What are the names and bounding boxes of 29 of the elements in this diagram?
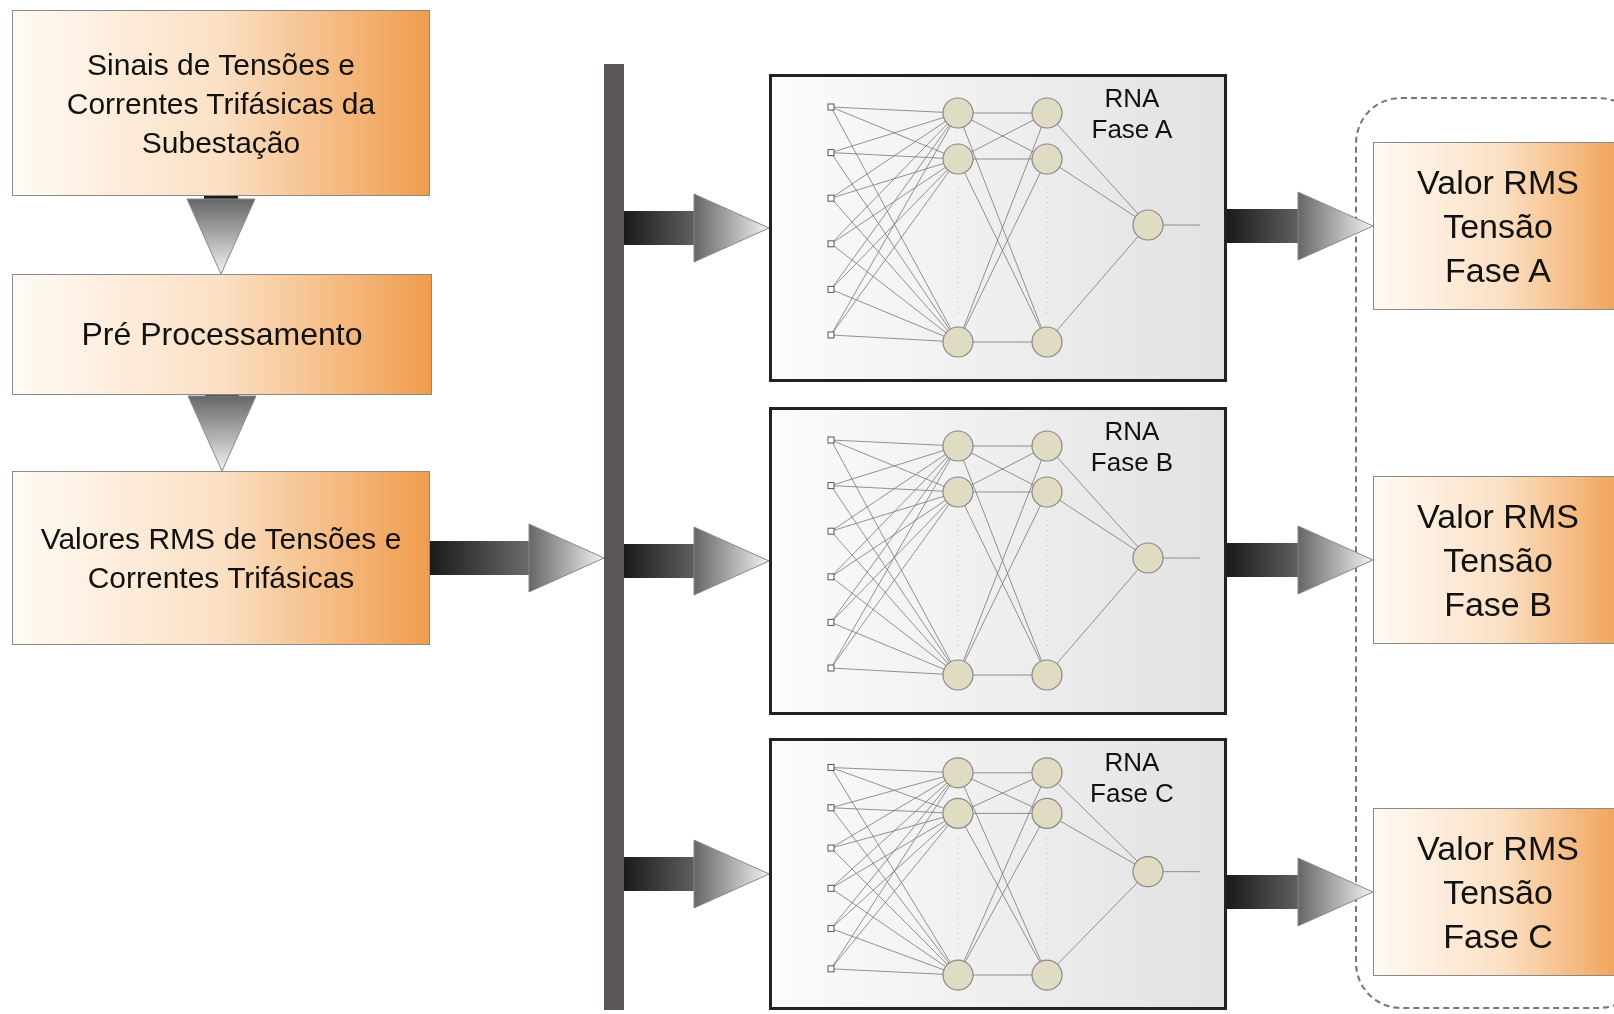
box-text: Valores RMS de Tensões e Correntes Trifásicas	[39, 521, 403, 596]
block-arrow	[1227, 857, 1374, 927]
block-arrow	[430, 523, 605, 593]
box-text: Valor RMS Tensão Fase A	[1416, 161, 1580, 292]
process-box	[12, 10, 430, 196]
process-box	[12, 274, 432, 395]
block-arrow	[1227, 191, 1374, 261]
block-arrow	[186, 196, 256, 275]
box-heading: RNA Fase C	[1089, 747, 1175, 810]
process-box	[1373, 808, 1614, 976]
box-text: Sinais de Tensões e Correntes Trifásicas da Subestação	[65, 46, 377, 161]
process-box	[1373, 476, 1614, 644]
box-text: Valor RMS Tensão Fase C	[1416, 827, 1580, 958]
neural-network-box	[769, 738, 1227, 1010]
neural-network-box	[769, 407, 1227, 715]
block-arrow	[187, 395, 257, 472]
process-box	[1373, 142, 1614, 310]
neural-network-box	[769, 74, 1227, 382]
block-arrow	[624, 193, 770, 263]
bus-bar	[604, 64, 624, 1010]
block-arrow	[624, 839, 770, 909]
box-text: Pré Processamento	[81, 314, 363, 354]
dashed-group-box	[1355, 97, 1614, 1009]
box-heading: RNA Fase B	[1089, 416, 1175, 479]
block-arrow	[1227, 525, 1374, 595]
box-heading: RNA Fase A	[1090, 83, 1174, 146]
block-arrow	[624, 526, 770, 596]
process-box	[12, 471, 430, 645]
box-text: Valor RMS Tensão Fase B	[1416, 495, 1580, 626]
